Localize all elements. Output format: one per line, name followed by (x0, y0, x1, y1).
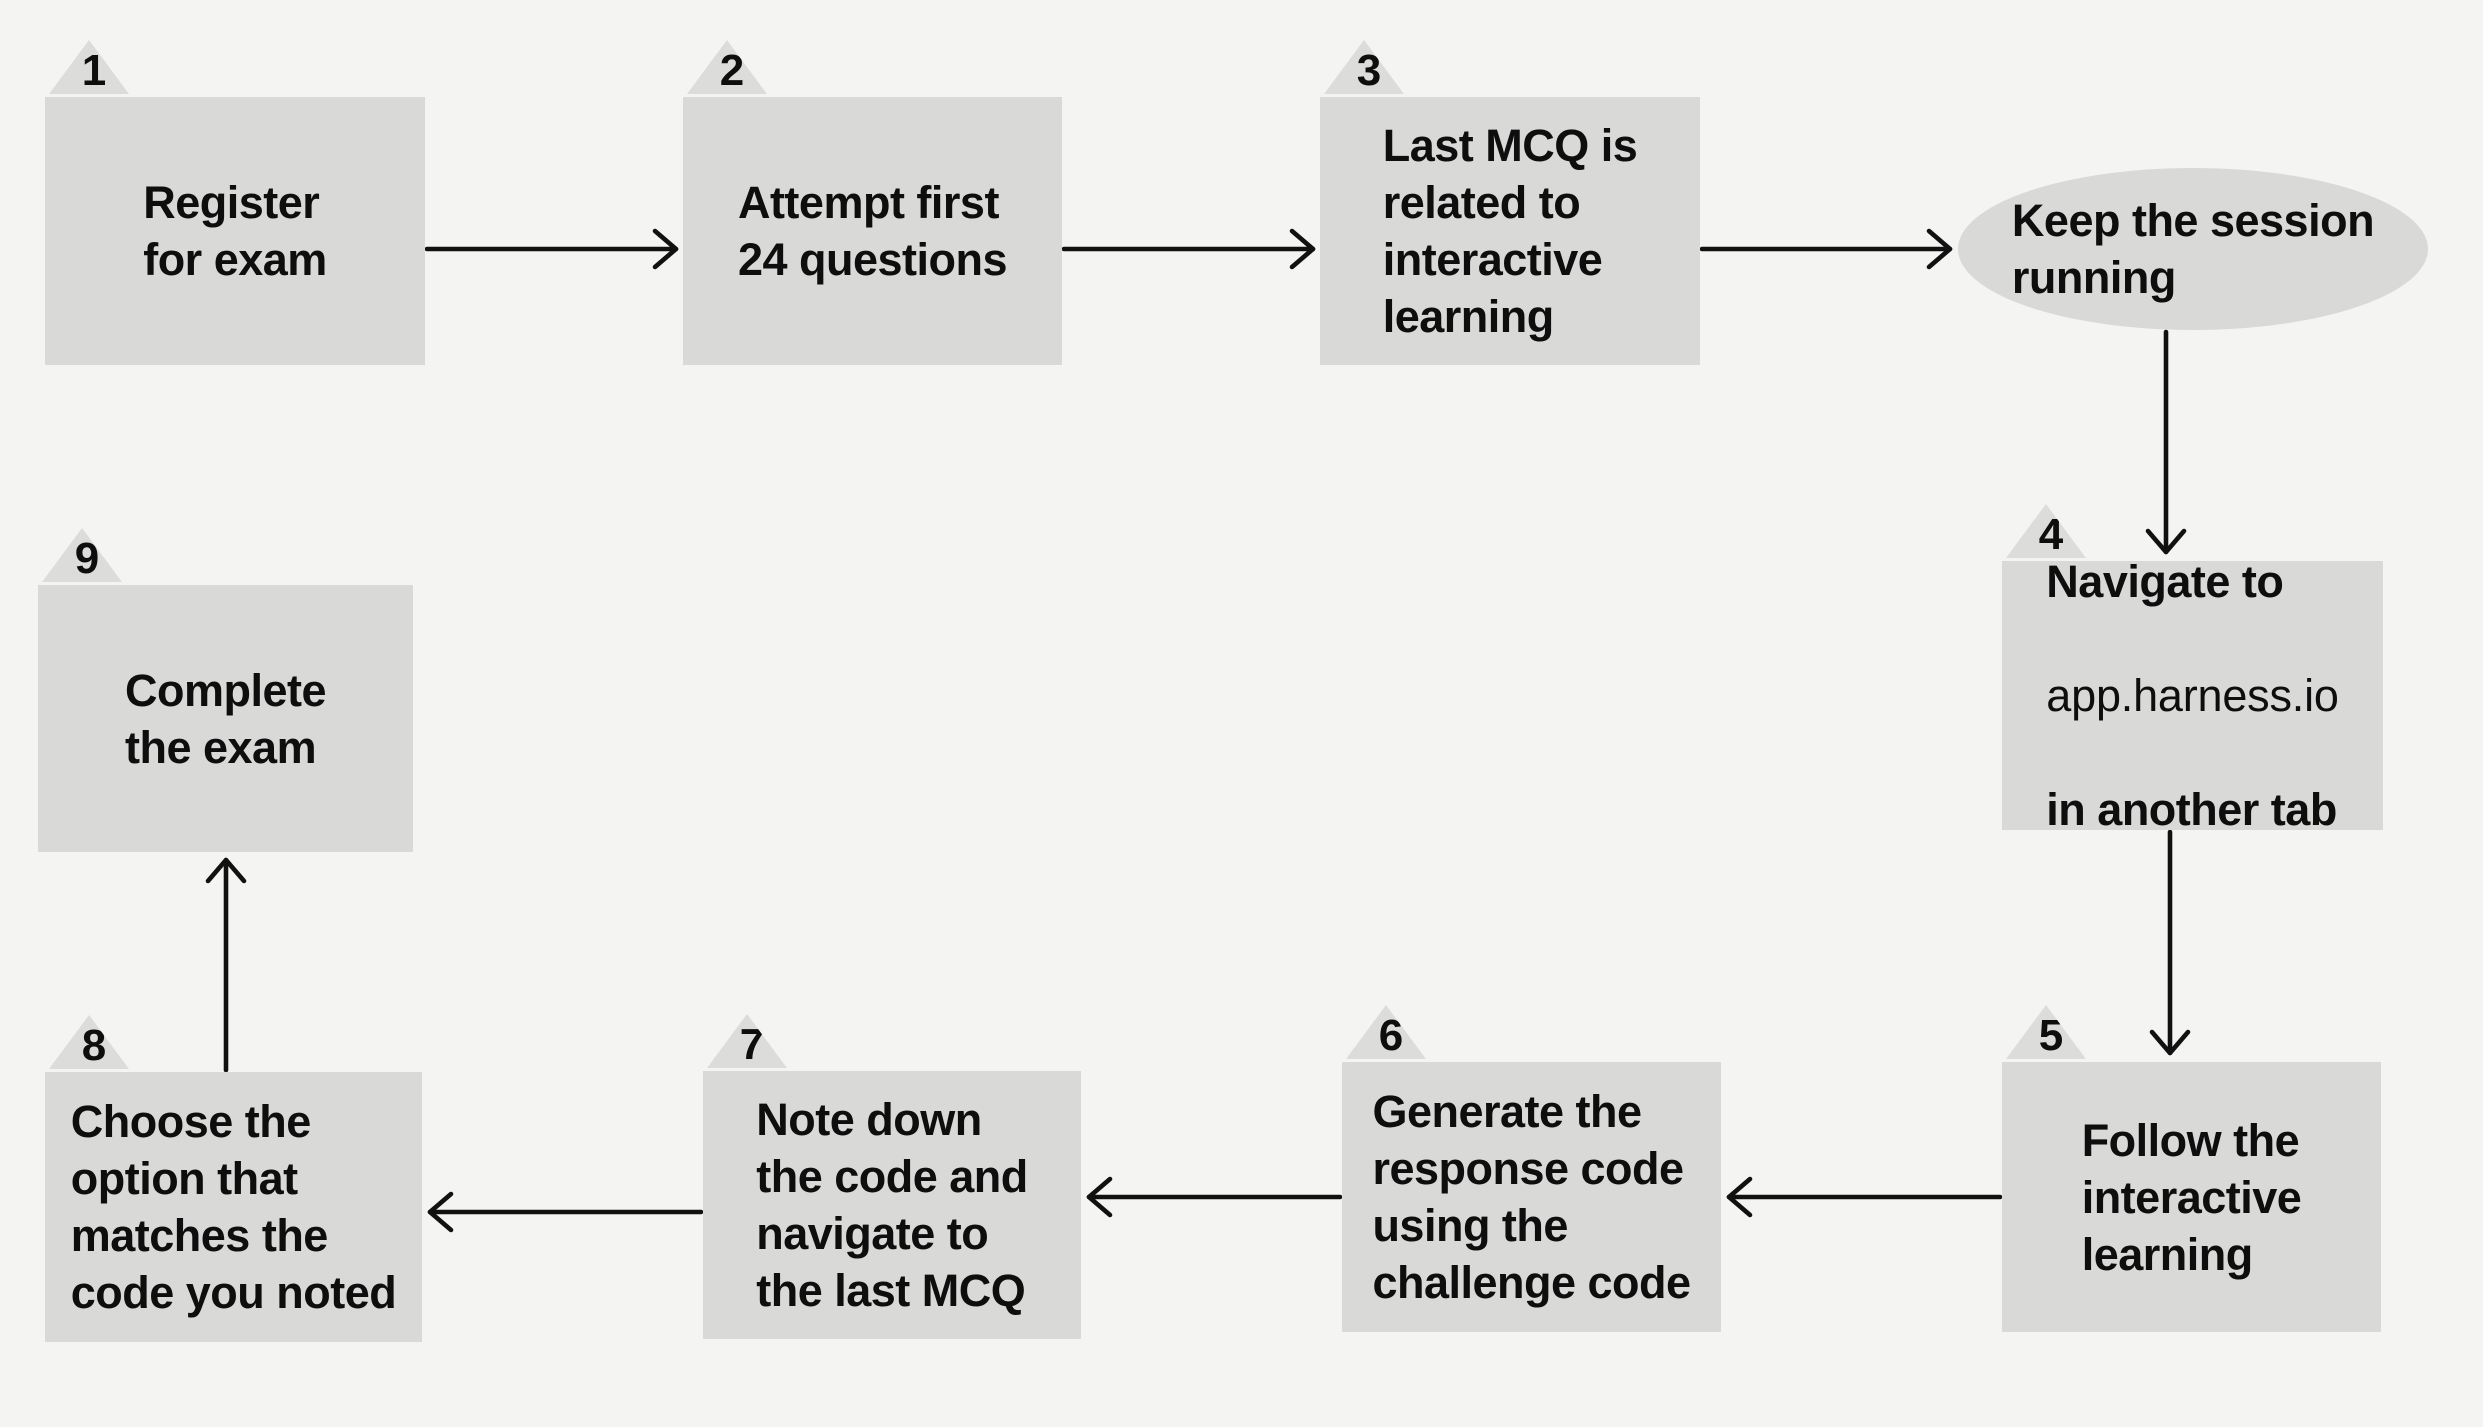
step-3-label: Last MCQ is related to interactive learn… (1382, 120, 1638, 342)
step-3-box: Last MCQ is related to interactive learn… (1320, 97, 1700, 365)
step-2-number: 2 (719, 46, 745, 95)
session-note-ellipse: Keep the session running (1958, 168, 2428, 330)
step-7-number-badge: 7 (707, 1014, 787, 1068)
step-2-number-badge: 2 (687, 40, 767, 94)
step-9-number: 9 (74, 534, 100, 583)
step-6-number-badge: 6 (1346, 1005, 1426, 1059)
step-5-box: Follow the interactive learning (2002, 1062, 2381, 1332)
step-4-box: Navigate to app.harness.io in another ta… (2002, 556, 2383, 835)
step-8-number: 8 (81, 1021, 107, 1070)
step-5-number: 5 (2038, 1011, 2064, 1060)
step-9-box: Complete the exam (38, 585, 413, 852)
step-1-label: Register for exam (143, 177, 327, 285)
step-4-label-line2: app.harness.io (2046, 670, 2339, 721)
step-5-number-badge: 5 (2006, 1005, 2086, 1059)
step-9-label: Complete the exam (124, 664, 327, 773)
step-3-number-badge: 3 (1324, 40, 1404, 94)
step-4-label-line3: in another tab (2046, 784, 2337, 835)
step-7-box: Note down the code and navigate to the l… (703, 1071, 1081, 1339)
step-2-label: Attempt first 24 questions (737, 177, 1008, 285)
step-8-label: Choose the option that matches the code … (70, 1096, 397, 1318)
step-8-box: Choose the option that matches the code … (45, 1072, 422, 1342)
step-1-number: 1 (81, 46, 107, 95)
step-3-number: 3 (1356, 46, 1382, 95)
step-9-number-badge: 9 (42, 528, 122, 582)
step-6-label: Generate the response code using the cha… (1372, 1086, 1691, 1308)
step-6-number: 6 (1378, 1011, 1404, 1060)
step-4-label-line1: Navigate to (2046, 556, 2284, 607)
step-5-label: Follow the interactive learning (2081, 1114, 2302, 1280)
step-6-box: Generate the response code using the cha… (1342, 1062, 1721, 1332)
step-1-box: Register for exam (45, 97, 425, 365)
step-2-box: Attempt first 24 questions (683, 97, 1062, 365)
step-7-number: 7 (739, 1020, 765, 1069)
step-1-number-badge: 1 (49, 40, 129, 94)
step-4-label: Navigate to app.harness.io in another ta… (2046, 496, 2339, 895)
step-8-number-badge: 8 (49, 1015, 129, 1069)
session-note-label: Keep the session running (2011, 195, 2375, 303)
step-7-label: Note down the code and navigate to the l… (756, 1094, 1028, 1316)
